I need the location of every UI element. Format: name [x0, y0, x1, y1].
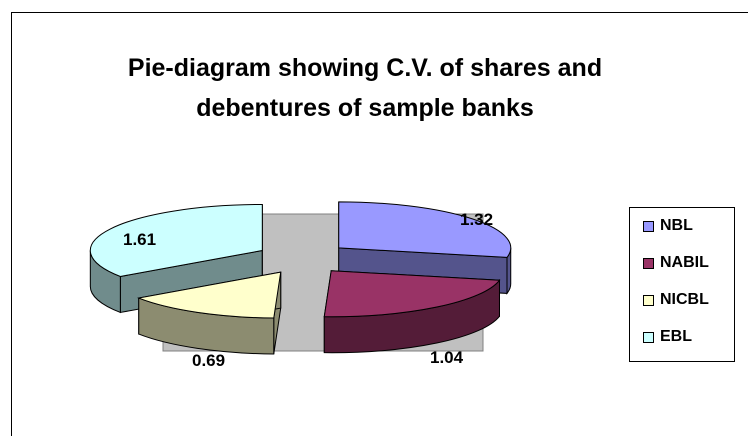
- legend-label-ebl: EBL: [660, 328, 692, 345]
- legend-item-nbl: NBL: [643, 216, 693, 236]
- legend-label-nicbl: NICBL: [660, 291, 709, 308]
- legend-swatch-nabil: [643, 257, 654, 269]
- legend-swatch-ebl: [643, 331, 654, 343]
- data-label-nabil: 1.04: [430, 348, 464, 367]
- legend-item-nabil: NABIL: [643, 253, 709, 273]
- data-label-ebl: 1.61: [123, 230, 157, 249]
- legend-swatch-nicbl: [643, 294, 654, 306]
- pie-slice-nicbl: [136, 271, 282, 355]
- legend-item-ebl: EBL: [643, 327, 692, 347]
- legend: NBL NABIL NICBL EBL: [629, 207, 735, 362]
- legend-item-nicbl: NICBL: [643, 290, 709, 310]
- chart-border-left: [11, 12, 12, 436]
- legend-label-nabil: NABIL: [660, 254, 709, 271]
- pie-slice-nabil: [323, 270, 501, 354]
- chart-title: Pie-diagram showing C.V. of shares and d…: [127, 54, 603, 122]
- pie-slice-nicbl-top: [136, 271, 282, 319]
- pie-slice-nabil-top: [323, 270, 501, 318]
- pie-slice-nbl-top: [338, 201, 512, 258]
- legend-label-nbl: NBL: [660, 217, 693, 234]
- legend-swatch-nbl: [643, 220, 654, 232]
- chart-border-top: [11, 12, 748, 13]
- data-label-nicbl: 0.69: [192, 351, 226, 370]
- pie-slice-ebl-top: [89, 203, 263, 277]
- data-label-nbl: 1.32: [460, 210, 494, 229]
